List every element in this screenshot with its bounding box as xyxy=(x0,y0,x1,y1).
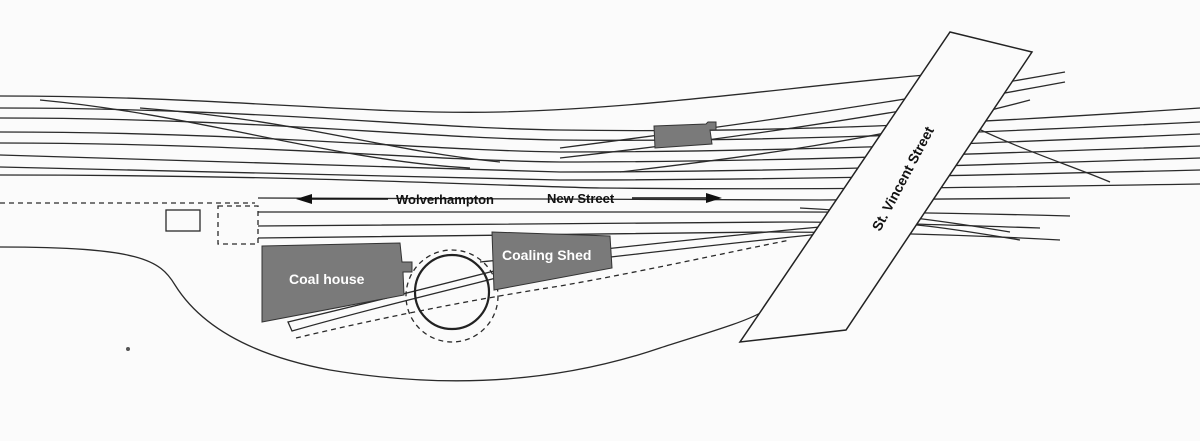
small-building xyxy=(165,209,201,232)
coal-house-building xyxy=(261,242,413,323)
turntable xyxy=(413,253,491,331)
st-vincent-street-road xyxy=(738,31,1034,343)
wolverhampton-label: Wolverhampton xyxy=(396,192,494,207)
turntable-outer-dashed xyxy=(405,249,499,343)
coaling-shed-label: Coaling Shed xyxy=(502,247,591,263)
site-boundary xyxy=(0,74,926,113)
new-street-label: New Street xyxy=(547,191,615,206)
site-boundary-lower xyxy=(0,246,763,382)
new-street-arrow xyxy=(632,193,722,203)
map-dot xyxy=(126,347,130,351)
former-building-dashed xyxy=(217,205,259,245)
signal-box-building xyxy=(653,121,717,149)
coal-house-label: Coal house xyxy=(289,271,365,287)
coaling-shed-building xyxy=(491,231,613,291)
wolverhampton-arrow xyxy=(296,194,388,204)
